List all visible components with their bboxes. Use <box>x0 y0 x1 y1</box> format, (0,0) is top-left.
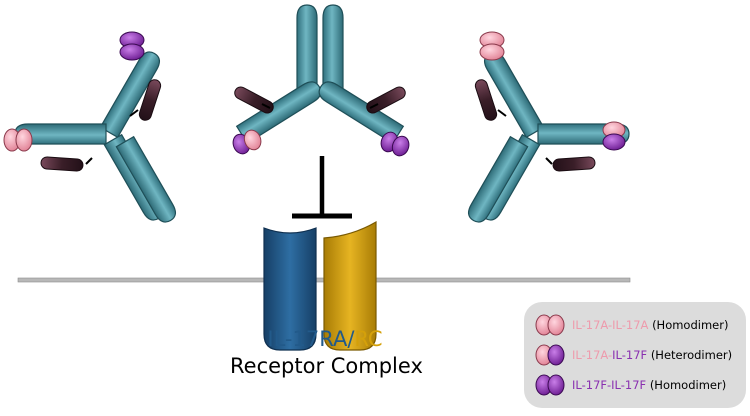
il17rc-subunit <box>323 220 377 351</box>
cytokine-homodimer-a-right-top <box>479 31 505 61</box>
cytokine-homodimer-f-right <box>380 131 410 157</box>
legend-label: IL-17A-IL-17A (Homodimer) <box>572 318 729 332</box>
legend-item-homodimer-f: IL-17F-IL-17F (Homodimer) <box>532 372 726 398</box>
antibody-center <box>232 4 410 157</box>
receptor-caption: Receptor Complex <box>230 354 423 378</box>
legend: IL-17A-IL-17A (Homodimer) IL-17A-IL-17F … <box>524 302 746 408</box>
cytokine-homodimer-a-left <box>3 128 33 152</box>
legend-label: IL-17F-IL-17F (Homodimer) <box>572 378 727 392</box>
legend-label: IL-17A-IL-17F (Heterodimer) <box>572 348 733 362</box>
il17f-homodimer-icon <box>535 374 565 396</box>
receptor-complex <box>263 220 377 351</box>
cytokine-heterodimer-right <box>602 121 626 151</box>
cytokine-heterodimer-left <box>232 129 262 155</box>
cytokine-homodimer-f-left-top <box>119 31 145 61</box>
receptor-name: IL-17RA/RC <box>230 326 420 352</box>
il17ra-subunit <box>263 227 317 351</box>
antibody-right <box>464 31 630 227</box>
receptor-label: IL-17RA/RC Receptor Complex <box>230 326 423 380</box>
receptor-separator: / <box>347 327 355 351</box>
il17ra-label: IL-17RA <box>267 327 348 351</box>
il17a-homodimer-icon <box>535 314 565 336</box>
inhibition-symbol <box>292 156 352 219</box>
legend-item-heterodimer: IL-17A-IL-17F (Heterodimer) <box>532 342 732 368</box>
antibody-left <box>3 31 180 227</box>
il17a-il17f-heterodimer-icon <box>535 344 565 366</box>
legend-item-homodimer-a: IL-17A-IL-17A (Homodimer) <box>532 312 728 338</box>
il17rc-label: RC <box>354 327 383 351</box>
